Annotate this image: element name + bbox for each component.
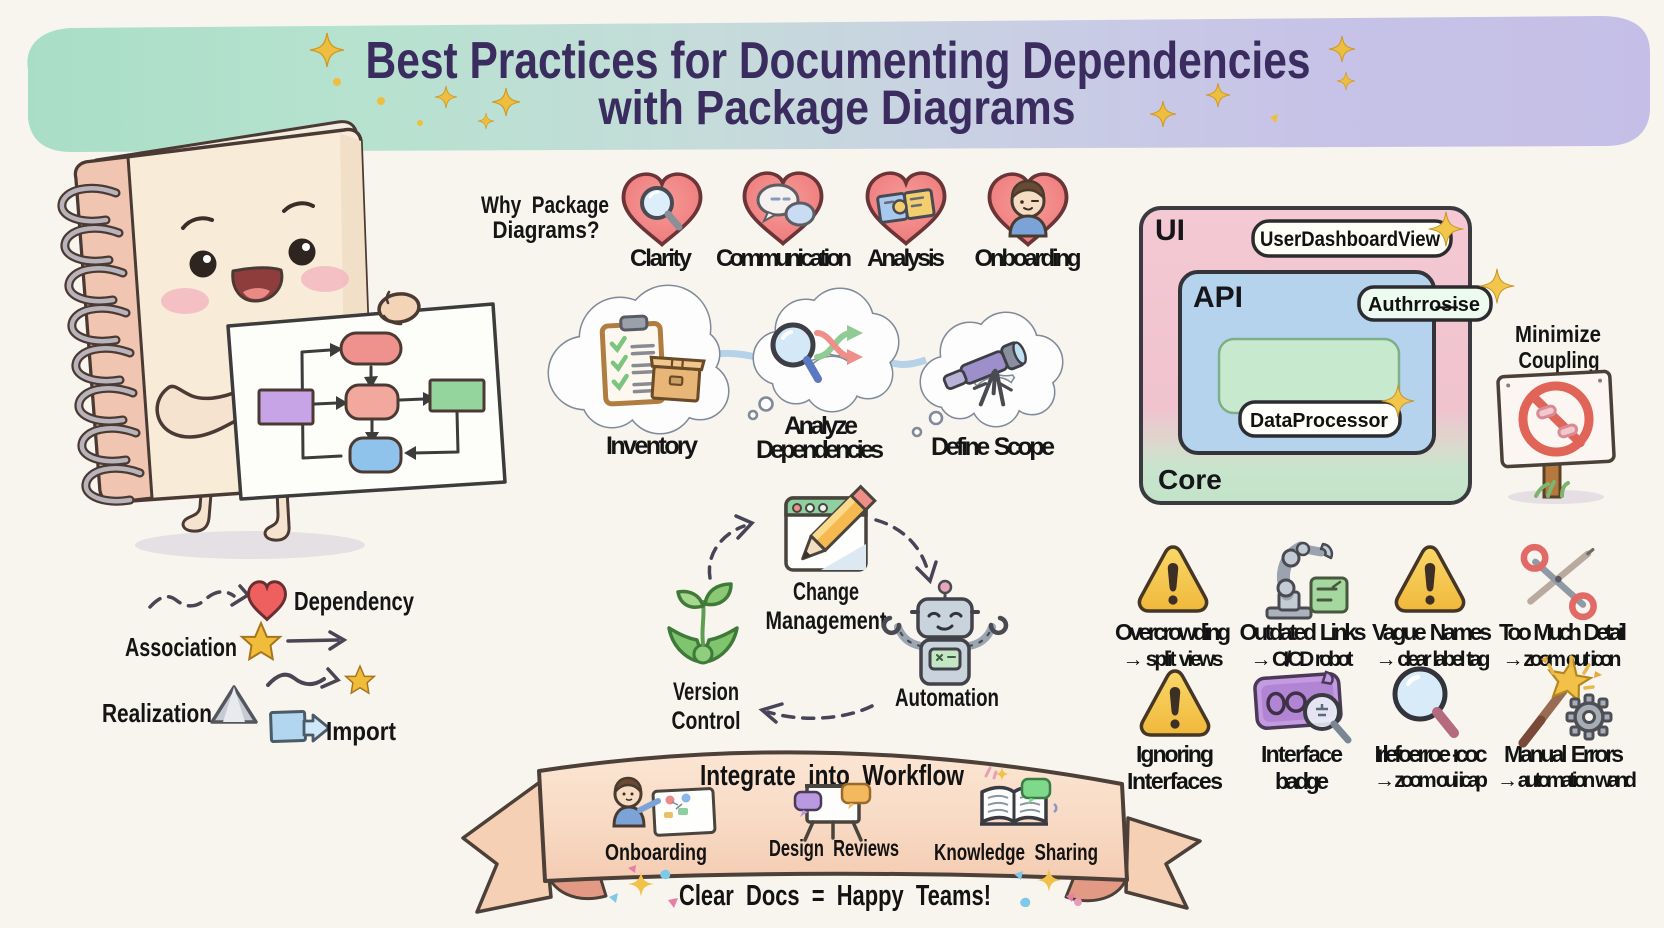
- svg-text:Diagrams?: Diagrams?: [493, 217, 600, 244]
- svg-text:→ zoom oui icap: → zoom oui icap: [1374, 769, 1488, 792]
- svg-text:Vague Names: Vague Names: [1372, 619, 1492, 645]
- svg-text:Overcrowding: Overcrowding: [1115, 619, 1231, 645]
- svg-text:Coupling: Coupling: [1519, 347, 1600, 373]
- svg-text:Version: Version: [673, 678, 739, 706]
- svg-text:DataProcessor: DataProcessor: [1250, 410, 1388, 432]
- svg-text:Why Package: Why Package: [481, 192, 609, 219]
- svg-text:Ignoring: Ignoring: [1136, 741, 1214, 767]
- svg-text:Design Reviews: Design Reviews: [769, 835, 899, 861]
- svg-text:Interface: Interface: [1261, 741, 1343, 767]
- svg-text:Irlefoerroe ᵻcoc: Irlefoerroe ᵻcoc: [1375, 741, 1488, 767]
- svg-text:Clear Docs = Happy Teams!: Clear Docs = Happy Teams!: [679, 880, 991, 912]
- svg-text:Association: Association: [125, 632, 237, 662]
- svg-text:Minimize: Minimize: [1515, 321, 1601, 347]
- svg-text:Onboarding: Onboarding: [605, 839, 707, 865]
- svg-text:Core: Core: [1158, 464, 1222, 495]
- svg-text:Import: Import: [326, 716, 396, 746]
- svg-text:→ clear label tag: → clear label tag: [1376, 648, 1491, 671]
- svg-text:Analysis: Analysis: [867, 245, 945, 272]
- svg-text:Management: Management: [766, 607, 888, 635]
- svg-text:Communication: Communication: [716, 245, 852, 272]
- svg-text:Authrro̶s̶ise: Authrro̶s̶ise: [1368, 294, 1480, 316]
- svg-text:Automation: Automation: [895, 684, 999, 712]
- svg-text:Best Practices for Documenting: Best Practices for Documenting Dependenc…: [366, 32, 1311, 90]
- svg-text:Too Much Detail: Too Much Detail: [1499, 619, 1627, 645]
- svg-text:Realization: Realization: [102, 698, 212, 728]
- svg-text:→ split views: → split views: [1123, 648, 1224, 671]
- svg-text:→ automation wand: → automation wand: [1497, 769, 1637, 792]
- svg-text:with Package Diagrams: with Package Diagrams: [598, 82, 1076, 135]
- svg-text:Analyze: Analyze: [784, 412, 858, 440]
- svg-text:→ zoom out icon: → zoom out icon: [1503, 648, 1622, 671]
- svg-text:API: API: [1193, 281, 1243, 314]
- svg-text:→ CI/CD robot: → CI/CD robot: [1251, 648, 1354, 671]
- svg-text:Dependencies: Dependencies: [756, 436, 884, 464]
- svg-text:Change: Change: [793, 578, 859, 606]
- svg-text:Knowledge Sharing: Knowledge Sharing: [934, 839, 1098, 865]
- svg-text:Interfaces: Interfaces: [1127, 768, 1223, 794]
- svg-text:badge: badge: [1275, 768, 1329, 794]
- svg-text:UserDashboardView: UserDashboardView: [1260, 228, 1441, 251]
- svg-text:Define Scope: Define Scope: [931, 433, 1055, 461]
- svg-text:Dependency: Dependency: [294, 586, 414, 616]
- svg-text:Outdated Links: Outdated Links: [1240, 619, 1367, 645]
- svg-text:Control: Control: [672, 707, 741, 735]
- svg-text:Clarity: Clarity: [630, 245, 693, 272]
- svg-text:Inventory: Inventory: [606, 432, 698, 460]
- svg-text:Onboarding: Onboarding: [975, 245, 1082, 272]
- svg-text:UI: UI: [1155, 214, 1185, 247]
